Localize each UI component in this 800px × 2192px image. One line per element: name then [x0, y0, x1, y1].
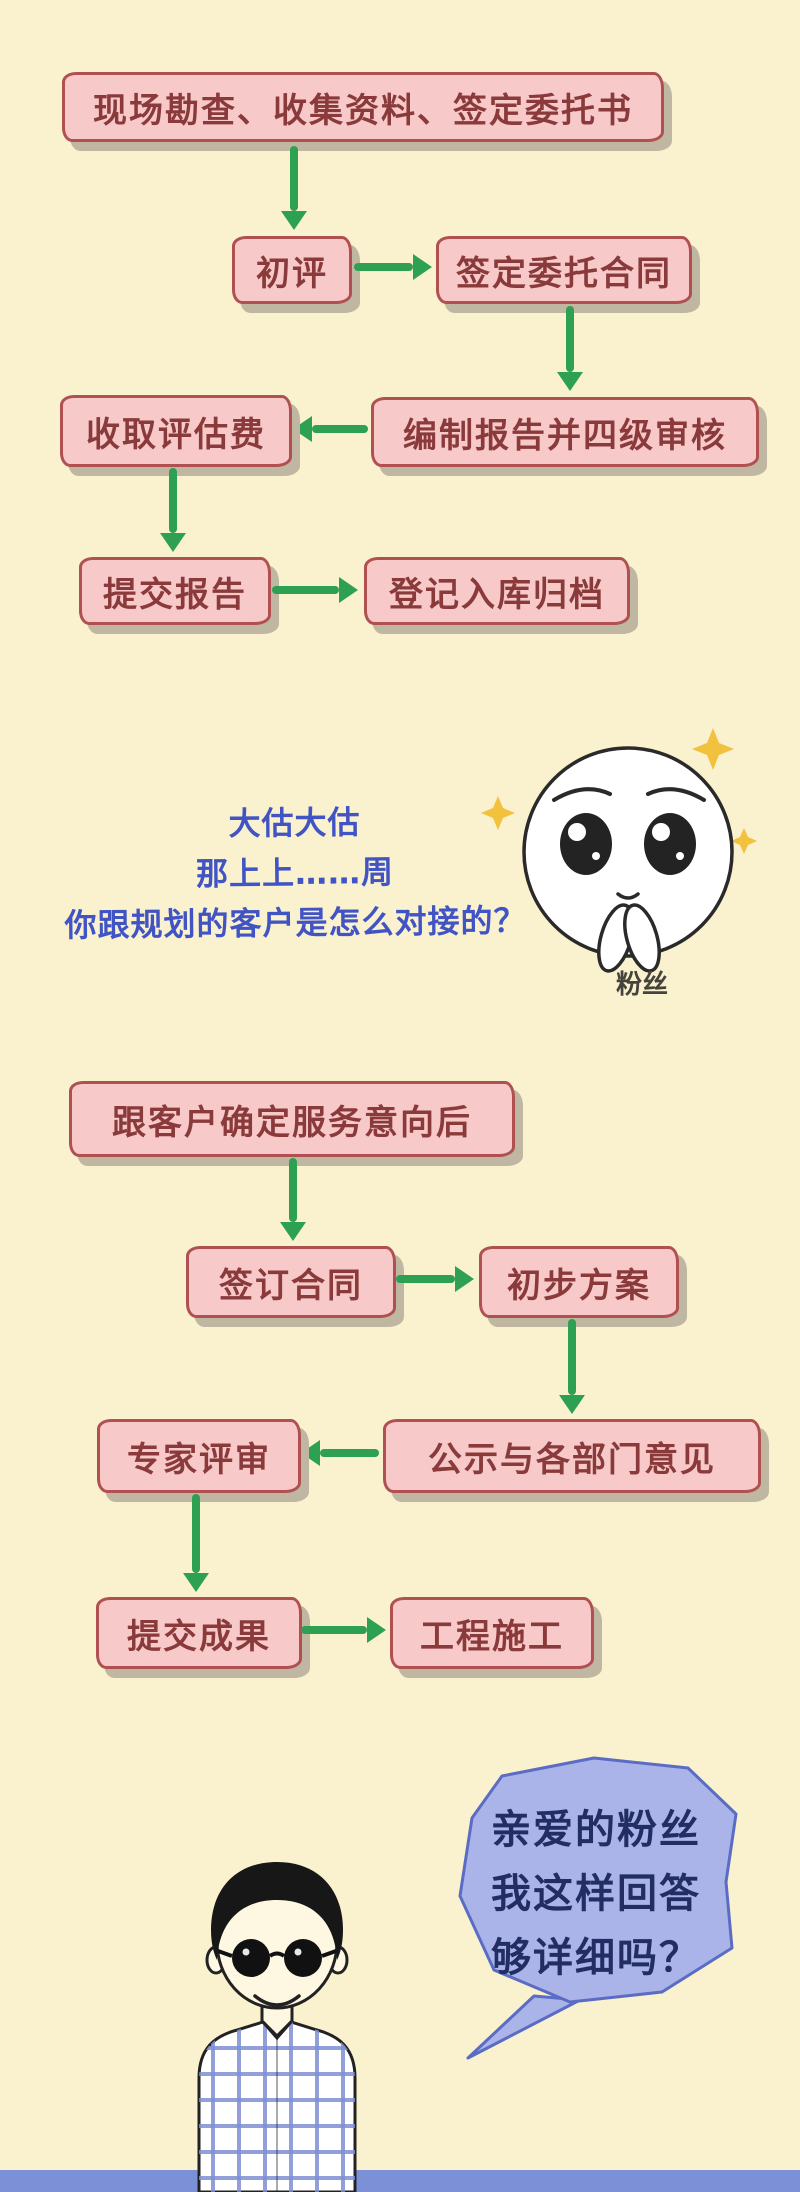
emoji-face [522, 746, 734, 958]
flow2-box-public-comments: 公示与各部门意见 [383, 1419, 761, 1493]
flow1-box-archive: 登记入库归档 [364, 557, 630, 625]
emoji-eye-left [560, 813, 612, 875]
sunglasses-lens-left [232, 1939, 270, 1977]
flow1-box-archive-label: 登记入库归档 [389, 574, 605, 615]
emoji-hand-right [623, 903, 661, 973]
flow1-arrow-right-1 [354, 254, 432, 280]
flow1-box-report-review: 编制报告并四级审核 [371, 397, 759, 467]
sunglasses-bridge [268, 1951, 286, 1958]
speech-bubble-body [458, 1756, 738, 2004]
speech-bubble [458, 1756, 738, 2060]
flow2-box-deliver-results-label: 提交成果 [127, 1616, 271, 1657]
flow2-box-sign-contract-label: 签订合同 [219, 1265, 363, 1306]
flow2-arrow-left-1 [301, 1440, 379, 1466]
presenter-hair [211, 1862, 343, 1960]
flow2-box-construction-label: 工程施工 [420, 1616, 564, 1657]
presenter-illustration [197, 1862, 357, 2192]
emoji-eyebrow-left [552, 787, 612, 802]
flow1-arrow-right-2 [272, 577, 358, 603]
sparkle-icon [481, 796, 515, 830]
emoji-mouth [616, 892, 640, 900]
flow2-box-sign-contract: 签订合同 [186, 1246, 396, 1318]
flow2-box-expert-review: 专家评审 [97, 1419, 301, 1493]
flow2-arrow-down-1 [280, 1158, 306, 1241]
presenter-smile [253, 1994, 301, 2007]
sparkle-icon [692, 728, 734, 770]
flow2-arrow-down-2 [559, 1319, 585, 1414]
flow2-box-preliminary-plan-label: 初步方案 [507, 1265, 651, 1306]
arrow-shaft [169, 468, 177, 533]
flow1-arrow-down-3 [160, 468, 186, 552]
arrow-head [455, 1266, 474, 1292]
arrow-shaft [290, 146, 298, 211]
footer-bar [0, 2170, 800, 2192]
flow1-arrow-left-1 [293, 416, 368, 442]
flow1-box-report-review-label: 编制报告并四级审核 [403, 415, 727, 456]
eye-highlight [652, 823, 670, 841]
flow2-box-preliminary-plan: 初步方案 [479, 1246, 679, 1318]
flow1-box-initial-evaluation-label: 初评 [256, 253, 328, 294]
flow2-arrow-right-2 [301, 1617, 386, 1643]
lens-glint [242, 1948, 250, 1956]
eye-highlight [592, 852, 600, 860]
flow1-box-collect-fee-label: 收取评估费 [86, 414, 266, 455]
arrow-head [413, 254, 432, 280]
arrow-head [339, 577, 358, 603]
arrow-shaft [320, 1449, 379, 1457]
arrow-shaft [272, 586, 339, 594]
arrow-head [160, 533, 186, 552]
flow2-box-confirm-intent-label: 跟客户确定服务意向后 [112, 1102, 472, 1143]
answer-line1: 亲爱的粉丝 [491, 1807, 701, 1853]
flow1-box-engagement-contract: 签定委托合同 [436, 236, 692, 304]
flow2-box-confirm-intent: 跟客户确定服务意向后 [69, 1081, 515, 1157]
flow1-box-survey-label: 现场勘查、收集资料、签定委托书 [93, 90, 633, 131]
arrow-head [183, 1573, 209, 1592]
arrow-head [281, 211, 307, 230]
sunglasses-lens-right [284, 1939, 322, 1977]
flow2-box-expert-review-label: 专家评审 [127, 1439, 271, 1480]
sunglasses-temple-left [217, 1949, 233, 1958]
answer-line3: 够详细吗？ [491, 1935, 701, 1981]
flow2-arrow-down-3 [183, 1494, 209, 1592]
arrow-head [280, 1222, 306, 1241]
emoji-eyebrow-right [646, 787, 706, 802]
flow1-box-submit-report: 提交报告 [79, 557, 271, 625]
flow2-box-construction: 工程施工 [390, 1597, 594, 1669]
arrow-head [557, 372, 583, 391]
flow1-arrow-down-1 [281, 146, 307, 230]
arrow-shaft [396, 1275, 455, 1283]
emoji-eye-right [644, 813, 696, 875]
fan-emoji-illustration [481, 728, 757, 973]
answer-bubble-text: 亲爱的粉丝 我这样回答 够详细吗？ [468, 1798, 724, 1990]
arrow-shaft [566, 306, 574, 372]
fan-caption: 粉丝 [615, 970, 668, 1000]
arrow-shaft [312, 425, 368, 433]
answer-line2: 我这样回答 [491, 1871, 701, 1917]
flow1-box-engagement-contract-label: 签定委托合同 [456, 253, 672, 294]
arrow-head [293, 416, 312, 442]
arrow-shaft [289, 1158, 297, 1222]
arrow-shaft [192, 1494, 200, 1573]
flow1-box-initial-evaluation: 初评 [232, 236, 352, 304]
eye-highlight [568, 823, 586, 841]
flow1-box-survey: 现场勘查、收集资料、签定委托书 [62, 72, 664, 142]
arrow-head [301, 1440, 320, 1466]
eye-highlight [676, 852, 684, 860]
sunglasses-temple-right [321, 1949, 337, 1958]
speech-bubble-tail [466, 1994, 582, 2060]
sparkle-icon [731, 828, 757, 854]
flow2-arrow-right-1 [396, 1266, 474, 1292]
arrow-shaft [568, 1319, 576, 1395]
flow2-box-deliver-results: 提交成果 [96, 1597, 302, 1669]
arrow-head [367, 1617, 386, 1643]
arrow-shaft [301, 1626, 367, 1634]
lens-glint [294, 1948, 302, 1956]
arrow-shaft [354, 263, 413, 271]
flow1-box-collect-fee: 收取评估费 [60, 395, 292, 467]
flow2-box-public-comments-label: 公示与各部门意见 [428, 1439, 716, 1480]
flow1-box-submit-report-label: 提交报告 [103, 574, 247, 615]
flow1-arrow-down-2 [557, 306, 583, 391]
arrow-head [559, 1395, 585, 1414]
